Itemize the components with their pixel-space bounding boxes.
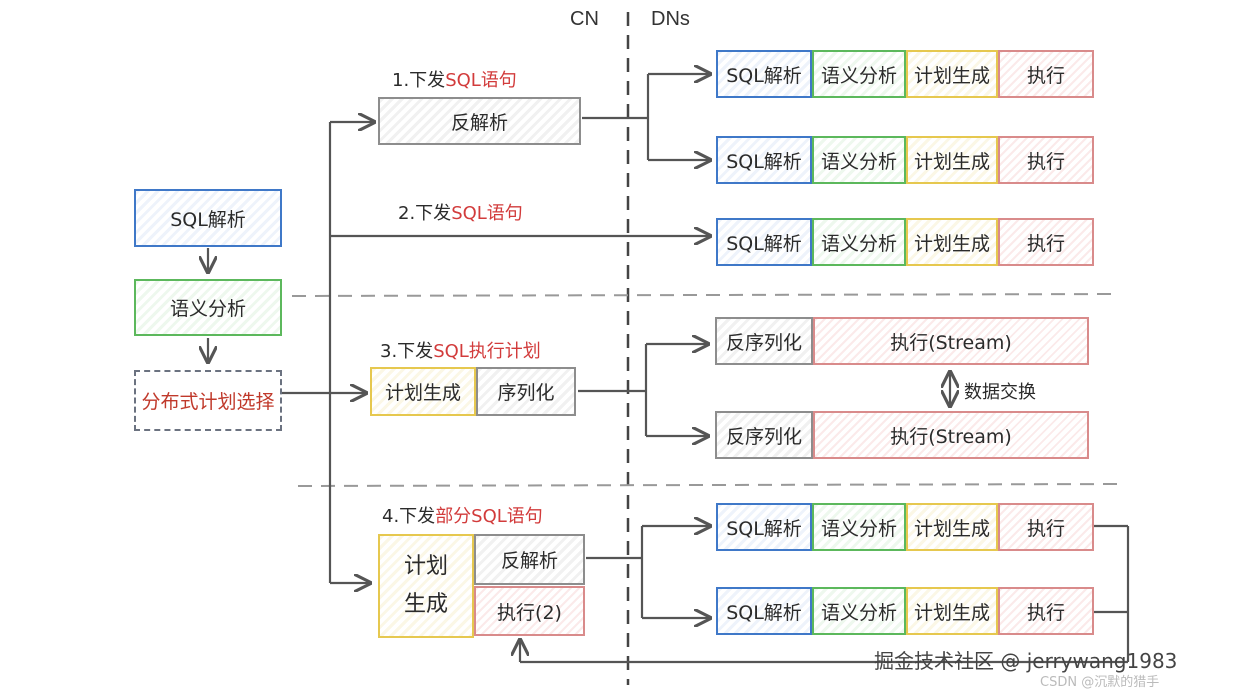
- s1-dn2-exec: 执行: [998, 136, 1094, 184]
- s3-cn-plan: 计划生成: [370, 367, 476, 416]
- s4-dn1-exec: 执行: [998, 503, 1094, 551]
- s4-cn-exec: 执行(2): [474, 586, 585, 636]
- dns-header: DNs: [651, 8, 690, 30]
- watermark: 掘金技术社区 @ jerrywang1983: [874, 649, 1178, 673]
- s3-dn2-deserialize: 反序列化: [715, 411, 813, 459]
- pipeline-sql-parse: SQL解析: [134, 189, 282, 247]
- s1-dn2-analyze: 语义分析: [812, 136, 906, 184]
- s1-dn2-parse: SQL解析: [716, 136, 812, 184]
- pipeline-distributed-plan-choice: 分布式计划选择: [134, 370, 282, 431]
- s2-dn-plan: 计划生成: [906, 218, 998, 266]
- s4-cn-deparse: 反解析: [474, 534, 585, 585]
- strategy2-label: 2.下发SQL语句: [398, 203, 523, 224]
- s1-dn2-plan: 计划生成: [906, 136, 998, 184]
- s4-dn1-plan: 计划生成: [906, 503, 998, 551]
- strategy4-label: 4.下发部分SQL语句: [382, 506, 543, 527]
- s3-cn-serialize: 序列化: [476, 367, 576, 416]
- s3-dn1-deserialize: 反序列化: [715, 317, 813, 365]
- s4-dn2-plan: 计划生成: [906, 587, 998, 635]
- s3-dn1-exec-stream: 执行(Stream): [813, 317, 1089, 365]
- s1-dn1-plan: 计划生成: [906, 50, 998, 98]
- s2-dn-exec: 执行: [998, 218, 1094, 266]
- strategy1-deparse-box: 反解析: [378, 97, 581, 145]
- s2-dn-parse: SQL解析: [716, 218, 812, 266]
- cn-header: CN: [570, 8, 599, 30]
- s4-cn-plan: 计划生成: [378, 534, 474, 638]
- s2-dn-analyze: 语义分析: [812, 218, 906, 266]
- section-divider-2: [297, 483, 1125, 487]
- strategy1-label: 1.下发SQL语句: [392, 70, 517, 91]
- s4-dn1-parse: SQL解析: [716, 503, 812, 551]
- s4-dn2-exec: 执行: [998, 587, 1094, 635]
- s1-dn1-exec: 执行: [998, 50, 1094, 98]
- s1-dn1-parse: SQL解析: [716, 50, 812, 98]
- section-divider-1: [291, 293, 1121, 297]
- watermark-csdn: CSDN @沉默的猎手: [1040, 675, 1160, 690]
- s4-dn2-parse: SQL解析: [716, 587, 812, 635]
- data-exchange-label: 数据交换: [964, 382, 1036, 403]
- pipeline-semantic-analysis: 语义分析: [134, 279, 282, 336]
- s3-dn2-exec-stream: 执行(Stream): [813, 411, 1089, 459]
- s4-dn1-analyze: 语义分析: [812, 503, 906, 551]
- s4-dn2-analyze: 语义分析: [812, 587, 906, 635]
- s1-dn1-analyze: 语义分析: [812, 50, 906, 98]
- strategy3-label: 3.下发SQL执行计划: [380, 341, 541, 362]
